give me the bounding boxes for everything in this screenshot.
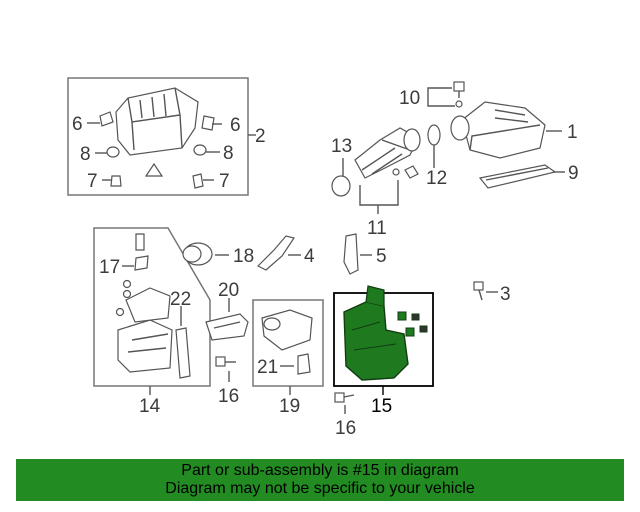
intake-tube[interactable] <box>354 127 421 179</box>
housing-lower-part[interactable] <box>115 87 199 156</box>
group-14-box <box>93 227 211 395</box>
bracket-4[interactable] <box>256 235 295 271</box>
info-banner: Part or sub-assembly is #15 in diagram D… <box>16 459 624 501</box>
callout-16-right[interactable]: 16 <box>335 418 356 439</box>
callout-8-right[interactable]: 8 <box>223 143 234 164</box>
callout-14[interactable]: 14 <box>139 396 161 417</box>
leader-lines-14 <box>122 265 182 326</box>
callout-6-right[interactable]: 6 <box>230 115 241 136</box>
duct-20[interactable] <box>205 313 249 341</box>
leader-lines-group-2 <box>87 122 222 181</box>
callout-2[interactable]: 2 <box>255 126 266 147</box>
bolt-16-left[interactable] <box>215 356 236 367</box>
callout-16-left[interactable]: 16 <box>218 386 239 407</box>
callout-8-left[interactable]: 8 <box>80 144 91 165</box>
bracket-5[interactable] <box>343 233 359 275</box>
group-19-box <box>252 299 324 395</box>
leader-10 <box>427 87 455 107</box>
highlighted-part-15[interactable] <box>343 285 428 381</box>
callout-3[interactable]: 3 <box>500 284 511 305</box>
bolt-10-parts[interactable] <box>453 81 465 108</box>
callout-15[interactable]: 15 <box>371 396 392 417</box>
callout-18[interactable]: 18 <box>233 246 254 267</box>
bolt-3[interactable] <box>473 281 484 301</box>
callout-13[interactable]: 13 <box>331 136 352 157</box>
callout-12[interactable]: 12 <box>426 168 447 189</box>
callout-7-right[interactable]: 7 <box>219 171 230 192</box>
duct-18[interactable] <box>182 242 213 266</box>
callout-19[interactable]: 19 <box>279 396 300 417</box>
callout-21[interactable]: 21 <box>257 357 278 378</box>
callout-20[interactable]: 20 <box>218 280 239 301</box>
leader-lines-11-12-13 <box>342 145 435 214</box>
callout-7-left[interactable]: 7 <box>87 171 98 192</box>
bolt-16-right[interactable] <box>334 392 355 403</box>
air-filter-element[interactable] <box>478 164 557 189</box>
resonator-19-parts[interactable] <box>261 309 313 375</box>
clip-parts-group-2[interactable] <box>99 111 215 189</box>
callout-1[interactable]: 1 <box>567 122 578 143</box>
callout-5[interactable]: 5 <box>376 246 387 267</box>
group-2-box <box>67 77 256 196</box>
resonator-and-bracket[interactable] <box>115 233 191 379</box>
callout-10[interactable]: 10 <box>399 88 420 109</box>
clamp-and-rings[interactable] <box>331 124 441 197</box>
callout-9[interactable]: 9 <box>568 163 579 184</box>
banner-line-2: Diagram may not be specific to your vehi… <box>165 480 475 497</box>
callout-6-left[interactable]: 6 <box>72 114 83 135</box>
callout-17[interactable]: 17 <box>99 257 120 278</box>
callout-4[interactable]: 4 <box>304 246 315 267</box>
callout-11[interactable]: 11 <box>367 218 387 239</box>
callout-22[interactable]: 22 <box>170 289 191 310</box>
air-cleaner-upper-housing[interactable] <box>450 101 546 159</box>
banner-line-1: Part or sub-assembly is #15 in diagram <box>181 462 459 479</box>
